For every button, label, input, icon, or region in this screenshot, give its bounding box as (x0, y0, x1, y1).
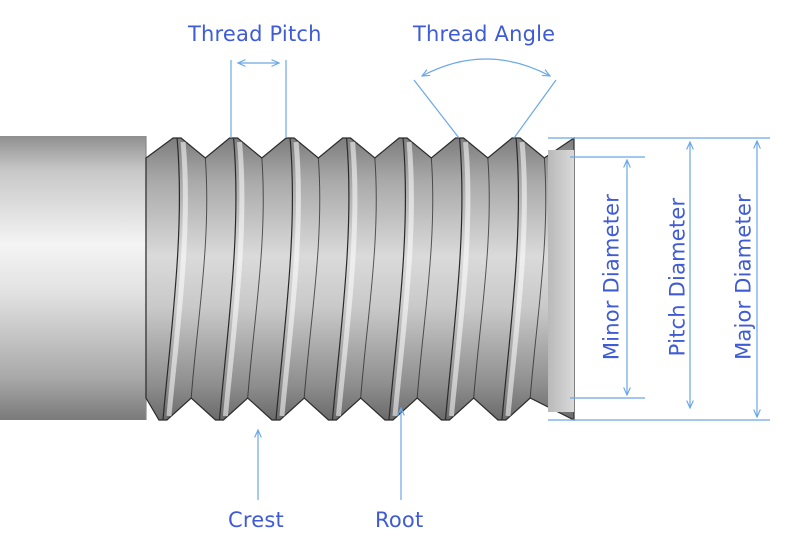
thread-root-line (473, 157, 490, 399)
thread-crest-line (501, 137, 520, 421)
thread-highlight (505, 141, 527, 417)
thread-pitch-label: Thread Pitch (188, 22, 322, 46)
thread-highlight (392, 141, 414, 417)
minor-diameter-label: Minor Diameter (599, 193, 624, 361)
thread-angle-label: Thread Angle (413, 22, 556, 46)
thread-root-line (190, 157, 208, 399)
major-diameter-label: Major Diameter (731, 194, 756, 360)
thread-root-line (360, 157, 377, 399)
thread-root-line (303, 157, 321, 399)
thread-ridges (162, 137, 547, 421)
thread-root-line (247, 157, 264, 399)
pitch-diameter-label: Pitch Diameter (665, 197, 690, 357)
thread-crest-line (331, 137, 350, 421)
thread-highlight (335, 141, 358, 417)
bolt-end-face (548, 150, 574, 412)
thread-crest-line (275, 137, 294, 421)
thread-root-line (529, 157, 547, 399)
diameter-extension-lines (548, 137, 770, 421)
bolt-shank (0, 136, 146, 420)
crest-label: Crest (228, 508, 284, 532)
thread-highlight (279, 141, 301, 417)
thread-highlight (166, 141, 188, 417)
thread-crest-line (218, 137, 237, 421)
thread-crest-line (162, 137, 181, 421)
thread-crest-line (444, 137, 463, 421)
thread-highlight (448, 141, 471, 417)
thread-crest-line (388, 137, 407, 421)
thread-highlight (222, 141, 245, 417)
thread-angle-dimension (413, 58, 557, 139)
thread-pitch-dimension (230, 60, 287, 138)
thread-root-line (416, 157, 434, 399)
root-label: Root (375, 508, 424, 532)
